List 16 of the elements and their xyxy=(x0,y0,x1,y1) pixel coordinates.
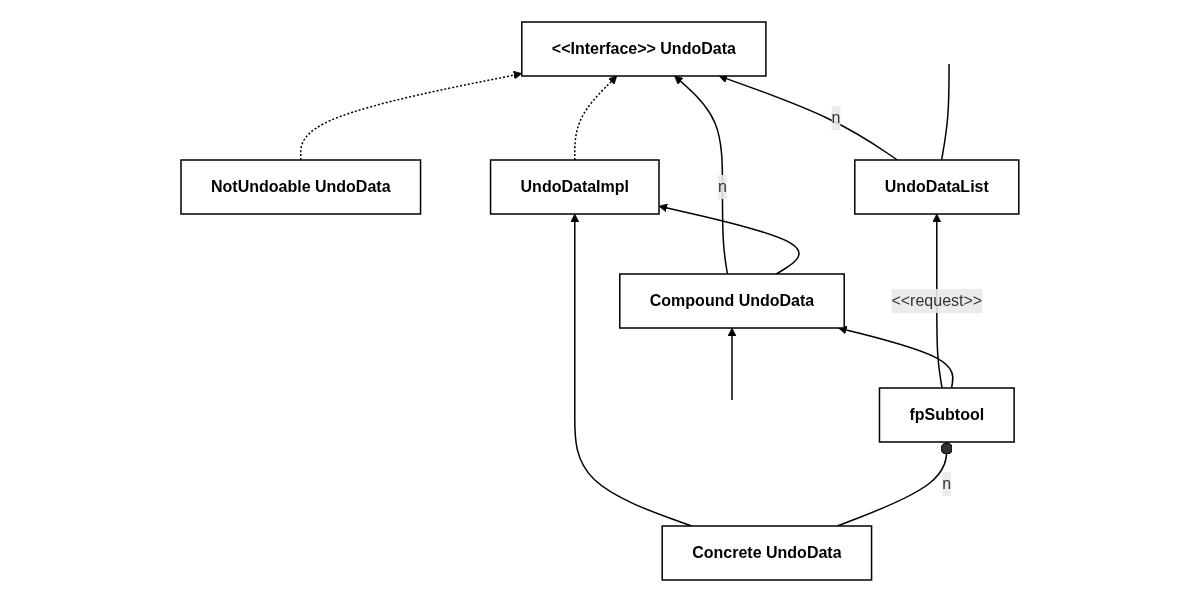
node-box: Compound UndoData xyxy=(619,272,846,329)
node-box: UndoDataImpl xyxy=(489,158,660,215)
connector xyxy=(940,62,950,161)
node-box: UndoDataList xyxy=(854,158,1020,215)
edge-label: n xyxy=(831,108,841,126)
node-box: Concrete UndoData xyxy=(661,524,873,581)
node-box: NotUndoable UndoData xyxy=(180,158,422,215)
edge-label: n xyxy=(718,177,727,195)
node-box: fpSubtool xyxy=(878,386,1015,443)
edge-label: n xyxy=(942,474,952,492)
arrow xyxy=(718,74,899,161)
edge-label: <<request>> xyxy=(891,291,983,309)
arrow xyxy=(838,325,954,389)
arrow xyxy=(727,327,737,401)
node-box: <<Interface>> UndoData xyxy=(521,20,767,77)
arrow xyxy=(674,75,729,275)
